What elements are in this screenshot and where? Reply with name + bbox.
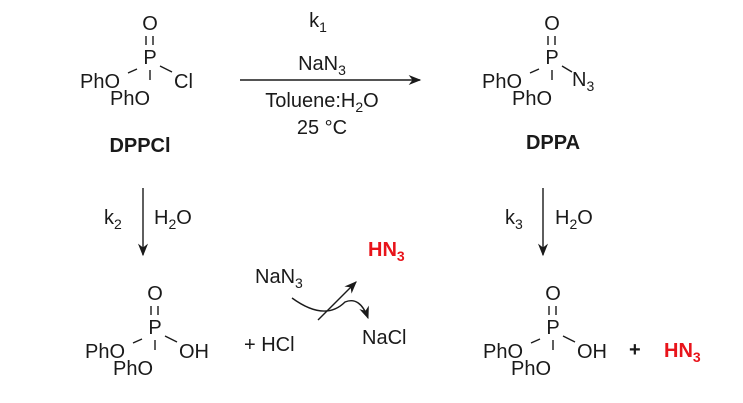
- pho-bottom: PhO: [512, 88, 552, 110]
- pho-bottom: PhO: [113, 358, 153, 380]
- reaction-3: k3 H2O: [505, 188, 593, 257]
- bond: [132, 338, 143, 344]
- plus-hcl: + HCl: [244, 334, 295, 356]
- azide-group: N3: [572, 69, 594, 94]
- temperature-label: 25 °C: [297, 117, 347, 139]
- rate-constant-k2: k2: [104, 207, 122, 232]
- bond: [127, 68, 138, 74]
- bond: [561, 65, 573, 73]
- phosphorus-atom: P: [546, 317, 559, 339]
- side-reaction: NaN3 HN3 NaCl: [255, 239, 406, 349]
- bond: [529, 68, 540, 74]
- bond: [164, 335, 178, 343]
- phosphorus-atom: P: [148, 317, 161, 339]
- dppcl-label: DPPCl: [109, 135, 170, 157]
- rate-constant-k3: k3: [505, 207, 523, 232]
- bond: [562, 335, 576, 343]
- oxygen-atom: O: [545, 283, 561, 305]
- pho-left: PhO: [80, 71, 120, 93]
- chlorine-atom: Cl: [174, 71, 193, 93]
- hydrazoic-acid-label: HN3: [368, 239, 405, 264]
- reagent-label: NaN3: [298, 53, 346, 78]
- reaction-arrow: [317, 281, 357, 321]
- diphenyl-phosphate-left: O P PhO OH PhO + HCl: [85, 283, 295, 380]
- sodium-azide-label: NaN3: [255, 266, 303, 291]
- rate-constant-k1: k1: [309, 10, 327, 35]
- bond: [530, 338, 541, 344]
- dppa-structure: O P PhO N3 PhO DPPA: [482, 13, 594, 154]
- solvent-label: Toluene:H2O: [265, 90, 378, 115]
- sodium-chloride-label: NaCl: [362, 327, 406, 349]
- dppcl-structure: O P PhO Cl PhO DPPCl: [80, 13, 193, 157]
- pho-bottom: PhO: [511, 358, 551, 380]
- phosphorus-atom: P: [545, 47, 558, 69]
- bond: [159, 65, 173, 73]
- pho-left: PhO: [85, 341, 125, 363]
- hydroxyl-group: OH: [179, 341, 209, 363]
- diphenyl-phosphate-right: O P PhO OH PhO + HN3: [483, 283, 701, 380]
- plus-sign: +: [629, 339, 641, 361]
- reagent-label: H2O: [154, 207, 192, 232]
- pho-bottom: PhO: [110, 88, 150, 110]
- hydrazoic-acid-label: HN3: [664, 340, 701, 365]
- hydroxyl-group: OH: [577, 341, 607, 363]
- reaction-1: k1 NaN3 Toluene:H2O 25 °C: [240, 10, 422, 139]
- dppa-label: DPPA: [526, 132, 580, 154]
- reaction-2: k2 H2O: [104, 188, 192, 257]
- phosphorus-atom: P: [143, 47, 156, 69]
- pho-left: PhO: [483, 341, 523, 363]
- reagent-label: H2O: [555, 207, 593, 232]
- oxygen-atom: O: [142, 13, 158, 35]
- oxygen-atom: O: [147, 283, 163, 305]
- oxygen-atom: O: [544, 13, 560, 35]
- curved-arrow: [291, 297, 369, 320]
- pho-left: PhO: [482, 71, 522, 93]
